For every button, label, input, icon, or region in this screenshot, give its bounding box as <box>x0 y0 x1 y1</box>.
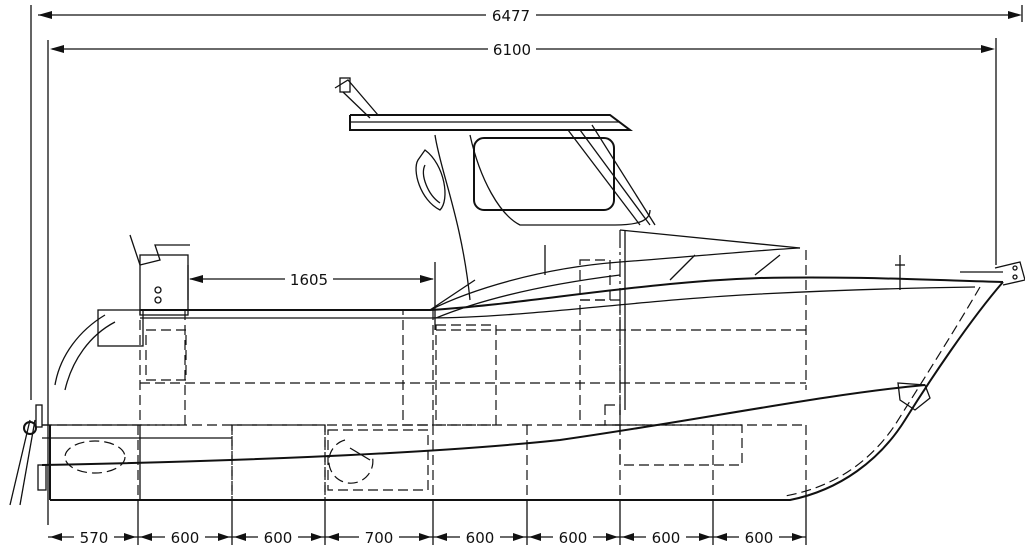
hull-length-label: 6100 <box>493 41 531 59</box>
station-dimensions: 570 600 600 700 600 600 600 600 <box>48 490 807 547</box>
station-label-4: 600 <box>466 529 495 547</box>
hull-length-dimension: 6100 <box>47 38 997 525</box>
station-label-2: 600 <box>264 529 293 547</box>
cockpit-dimension: 1605 <box>187 262 436 330</box>
overall-length-label: 6477 <box>492 7 530 25</box>
station-label-6: 600 <box>652 529 681 547</box>
station-label-1: 600 <box>171 529 200 547</box>
station-label-3: 700 <box>365 529 394 547</box>
station-label-5: 600 <box>559 529 588 547</box>
hardtop <box>334 77 656 301</box>
transom-fittings <box>9 234 621 506</box>
overall-length-dimension: 6477 <box>30 5 1023 400</box>
cockpit-length-label: 1605 <box>290 271 328 289</box>
station-label-7: 600 <box>745 529 774 547</box>
hull <box>41 276 1004 501</box>
cabin <box>140 229 1025 426</box>
station-label-0: 570 <box>80 529 109 547</box>
